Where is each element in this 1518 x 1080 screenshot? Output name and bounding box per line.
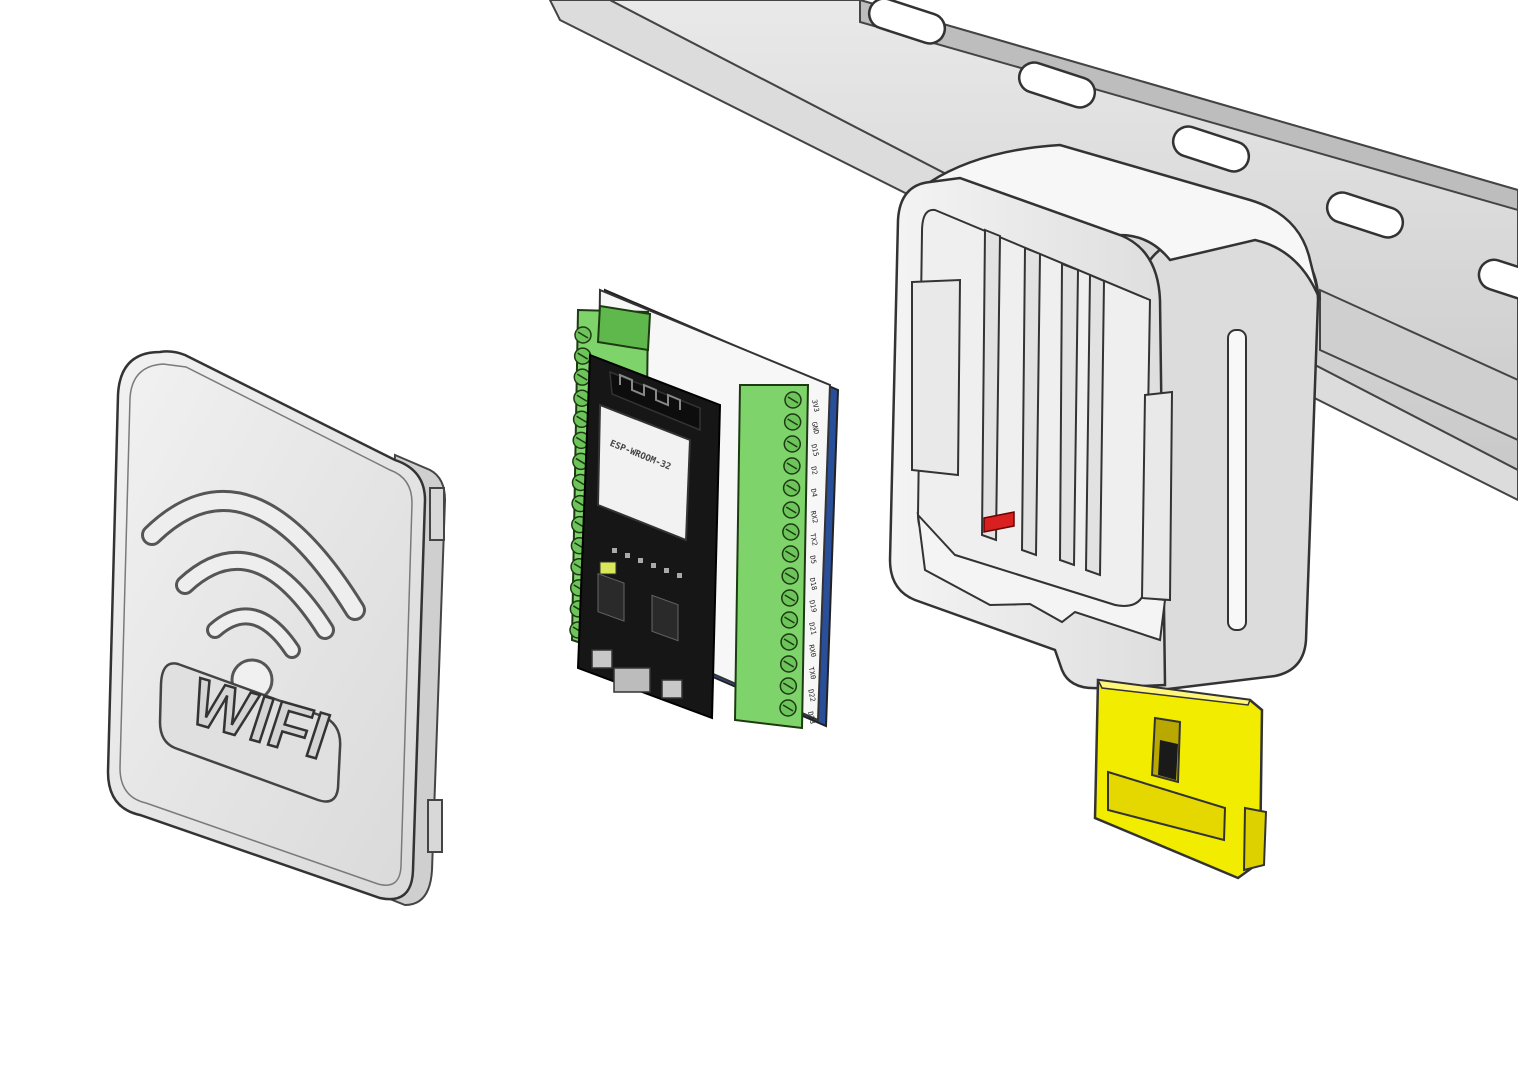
rail-slots [867, 0, 1518, 304]
pin-label: D22 [806, 688, 816, 702]
usb-connector [613, 667, 651, 693]
pin-label: D15 [809, 443, 819, 457]
pin-label: RX0 [807, 644, 817, 658]
pin-label: 3V3 [810, 399, 820, 413]
pin-label: D4 [809, 488, 819, 498]
red-marker [983, 511, 1015, 533]
din-clip [1093, 678, 1268, 880]
pin-label: D21 [807, 622, 817, 636]
pin-label: GND [810, 421, 820, 435]
enclosure-ribs [980, 228, 1106, 577]
pin-label: TX0 [807, 666, 817, 680]
pin-label: D18 [808, 577, 818, 591]
esp32-devboard: ESP-WROOM-32 [576, 353, 722, 720]
reset-button [661, 679, 683, 699]
pin-label: D5 [808, 555, 818, 565]
wifi-cover: WIFI [106, 350, 447, 907]
boot-button [591, 649, 613, 669]
enclosure [888, 143, 1322, 692]
wifi-icon [141, 490, 366, 702]
pin-label: RX2 [809, 510, 819, 524]
pin-label: D23 [806, 711, 816, 725]
terminal-block-right [733, 384, 810, 730]
pin-label: D19 [807, 599, 817, 613]
pin-label: D2 [809, 466, 819, 476]
pin-label: TX2 [808, 532, 818, 546]
